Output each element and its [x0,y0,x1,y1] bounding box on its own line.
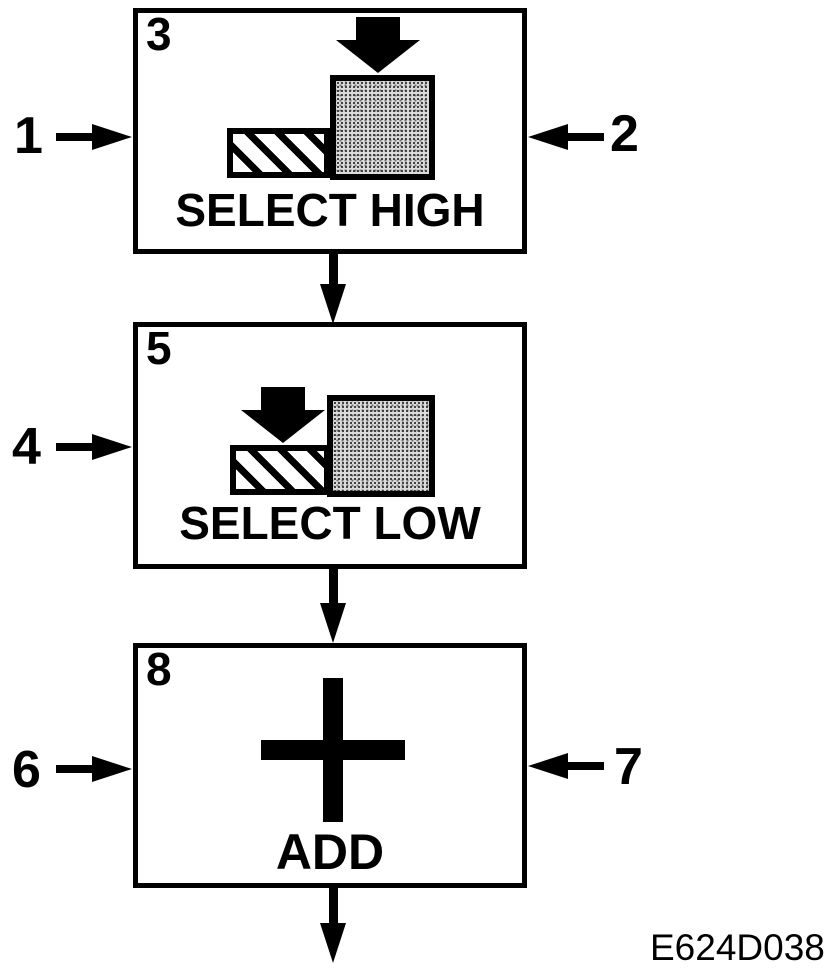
callout-arrowhead [528,124,568,150]
high-bar-gray-icon [327,395,435,497]
down-arrow-shaft [356,17,400,40]
callout-number-2: 2 [610,105,639,163]
box-number: 5 [146,322,172,374]
connector-arrow-down-icon [320,568,346,643]
callout-arrow-right-icon [56,124,132,150]
callout-arrowhead [528,753,568,779]
figure-code-caption: E624D038 [650,927,825,968]
callout-arrow-left-icon [528,753,604,779]
down-arrow-shaft [261,387,305,410]
callout-number-6: 6 [12,741,41,799]
flow-box-select-low: 5 SELECT LOW [133,322,527,569]
flow-box-select-high: 3 SELECT HIGH [133,8,527,254]
connector-shaft [328,887,338,923]
down-arrow-icon [241,387,325,443]
down-arrow-head [241,410,325,443]
callout-arrow-left-icon [528,124,604,150]
plus-icon [261,678,405,822]
connector-arrowhead [320,923,346,963]
connector-arrowhead [320,284,346,324]
flow-box-add: 8 ADD [133,643,527,888]
callout-arrowhead [92,434,132,460]
callout-arrow-shaft [56,765,94,773]
connector-arrowhead [320,603,346,643]
callout-arrowhead [92,756,132,782]
callout-arrow-shaft [56,443,94,451]
down-arrow-head [336,40,420,73]
exit-arrow-down-icon [320,887,346,963]
callout-arrow-right-icon [56,434,132,460]
callout-number-7: 7 [614,738,643,796]
callout-arrow-shaft [56,133,94,141]
connector-shaft [328,253,338,284]
box-number: 8 [146,643,172,695]
connector-arrow-down-icon [320,253,346,324]
high-bar-gray-icon [330,75,435,180]
box-label: SELECT LOW [179,497,481,549]
callout-arrowhead [92,124,132,150]
callout-arrow-right-icon [56,756,132,782]
low-bar-hatched-icon [230,445,330,495]
box-number: 3 [146,8,172,60]
callout-number-1: 1 [14,107,43,165]
box-label: SELECT HIGH [175,184,485,236]
plus-horizontal-bar [261,740,405,760]
callout-arrow-shaft [566,762,604,770]
callout-arrow-shaft [566,133,604,141]
low-bar-hatched-icon [227,128,330,178]
connector-shaft [328,568,338,603]
callout-number-4: 4 [12,418,41,476]
box-label: ADD [275,824,385,880]
down-arrow-icon [336,17,420,73]
